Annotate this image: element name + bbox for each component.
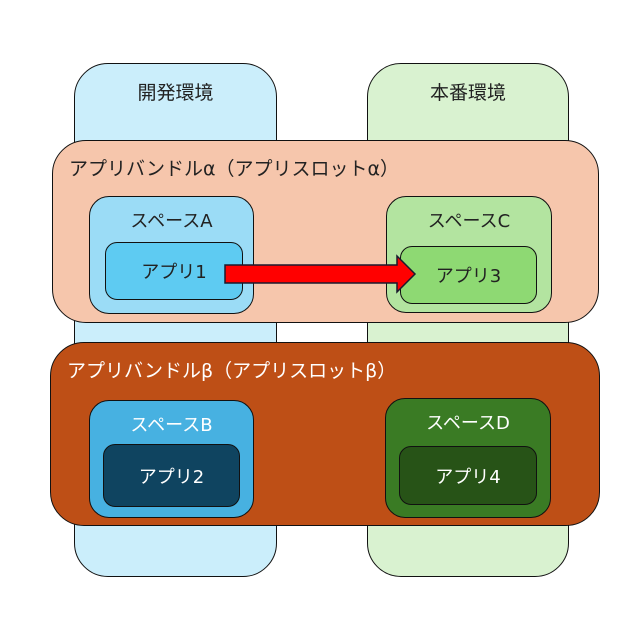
app-1: アプリ1 [105, 242, 243, 300]
app-bundle-alpha-label: アプリバンドルα（アプリスロットα） [69, 158, 399, 180]
app-4: アプリ4 [399, 446, 537, 505]
app-1-label: アプリ1 [141, 262, 207, 283]
app-3: アプリ3 [400, 246, 537, 304]
app-2: アプリ2 [103, 444, 240, 507]
space-b-label: スペースB [130, 415, 213, 436]
space-d-label: スペースD [426, 413, 510, 434]
space-c-label: スペースC [427, 211, 511, 232]
app-4-label: アプリ4 [435, 466, 501, 488]
environment-dev-label: 開発環境 [137, 82, 214, 104]
space-a-label: スペースA [130, 211, 213, 232]
arrow-right-icon [224, 254, 417, 294]
app-bundle-beta-label: アプリバンドルβ（アプリスロットβ） [67, 360, 397, 382]
environment-prod-label: 本番環境 [429, 82, 506, 104]
app-3-label: アプリ3 [435, 266, 502, 287]
app-2-label: アプリ2 [138, 466, 205, 488]
